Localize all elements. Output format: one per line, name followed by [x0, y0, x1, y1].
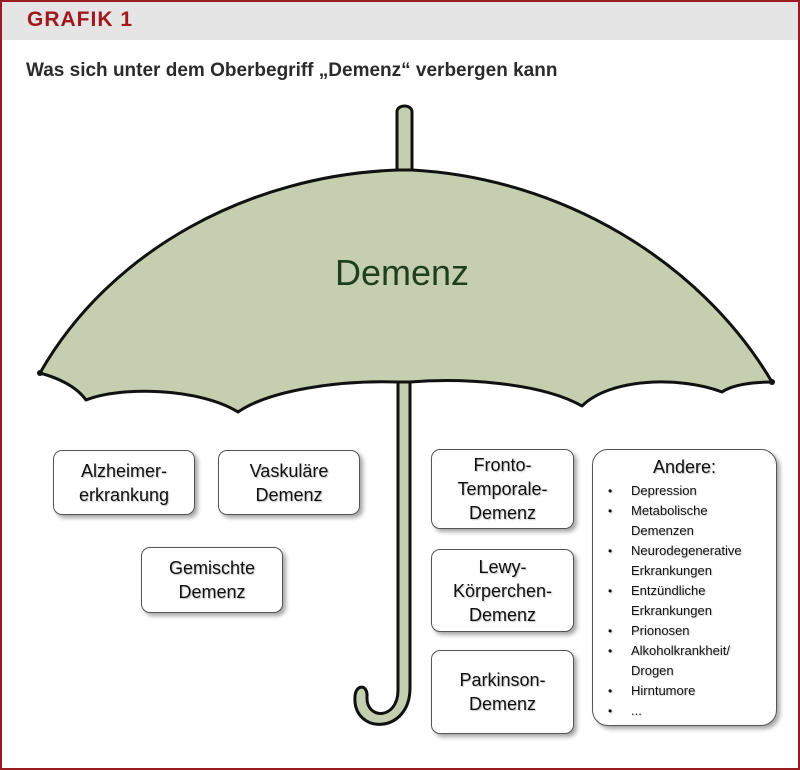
- rib-tip-right: [769, 379, 775, 385]
- box-lewy-koerperchen-demenz: Lewy- Körperchen- Demenz: [431, 549, 574, 632]
- andere-list: Depression Metabolische Demenzen Neurode…: [601, 481, 742, 721]
- andere-title: Andere:: [652, 457, 717, 477]
- box-gemischte-demenz: Gemischte Demenz: [141, 547, 283, 613]
- umbrella-canopy: [38, 168, 774, 414]
- figure-subtitle: Was sich unter dem Oberbegriff „Demenz“ …: [26, 60, 558, 81]
- box-andere: Andere: Depression Metabolische Demenzen…: [592, 449, 777, 726]
- figure-label: GRAFIK 1: [27, 8, 134, 31]
- umbrella-finial: [395, 104, 414, 178]
- umbrella-label: Demenz: [334, 252, 470, 293]
- list-item: Prionosen: [601, 621, 742, 641]
- list-item: Neurodegenerative Erkrankungen: [601, 541, 742, 581]
- box-parkinson-label: Parkinson- Demenz: [459, 670, 546, 714]
- list-item: ...: [601, 701, 742, 721]
- box-fronto-label: Fronto- Temporale- Demenz: [457, 455, 548, 523]
- list-item: Alkoholkrankheit/ Drogen: [601, 641, 742, 681]
- box-parkinson-demenz: Parkinson- Demenz: [431, 650, 574, 734]
- box-lewy-label: Lewy- Körperchen- Demenz: [452, 556, 553, 625]
- box-vaskulaere-demenz: Vaskuläre Demenz: [218, 450, 360, 515]
- umbrella-shaft: [353, 380, 412, 726]
- box-alzheimer: Alzheimer- erkrankung: [53, 450, 195, 515]
- list-item: Metabolische Demenzen: [601, 501, 742, 541]
- list-item: Entzündliche Erkrankungen: [601, 581, 742, 621]
- rib-tip-left: [37, 370, 43, 376]
- box-gemischte-label: Gemischte Demenz: [168, 558, 256, 602]
- box-vaskulaere-label: Vaskuläre Demenz: [249, 460, 329, 505]
- figure-header: GRAFIK 1: [2, 2, 798, 40]
- list-item: Depression: [601, 481, 742, 501]
- list-item: Hirntumore: [601, 681, 742, 701]
- box-alzheimer-label: Alzheimer- erkrankung: [78, 460, 170, 505]
- box-fronto-temporale-demenz: Fronto- Temporale- Demenz: [431, 449, 574, 529]
